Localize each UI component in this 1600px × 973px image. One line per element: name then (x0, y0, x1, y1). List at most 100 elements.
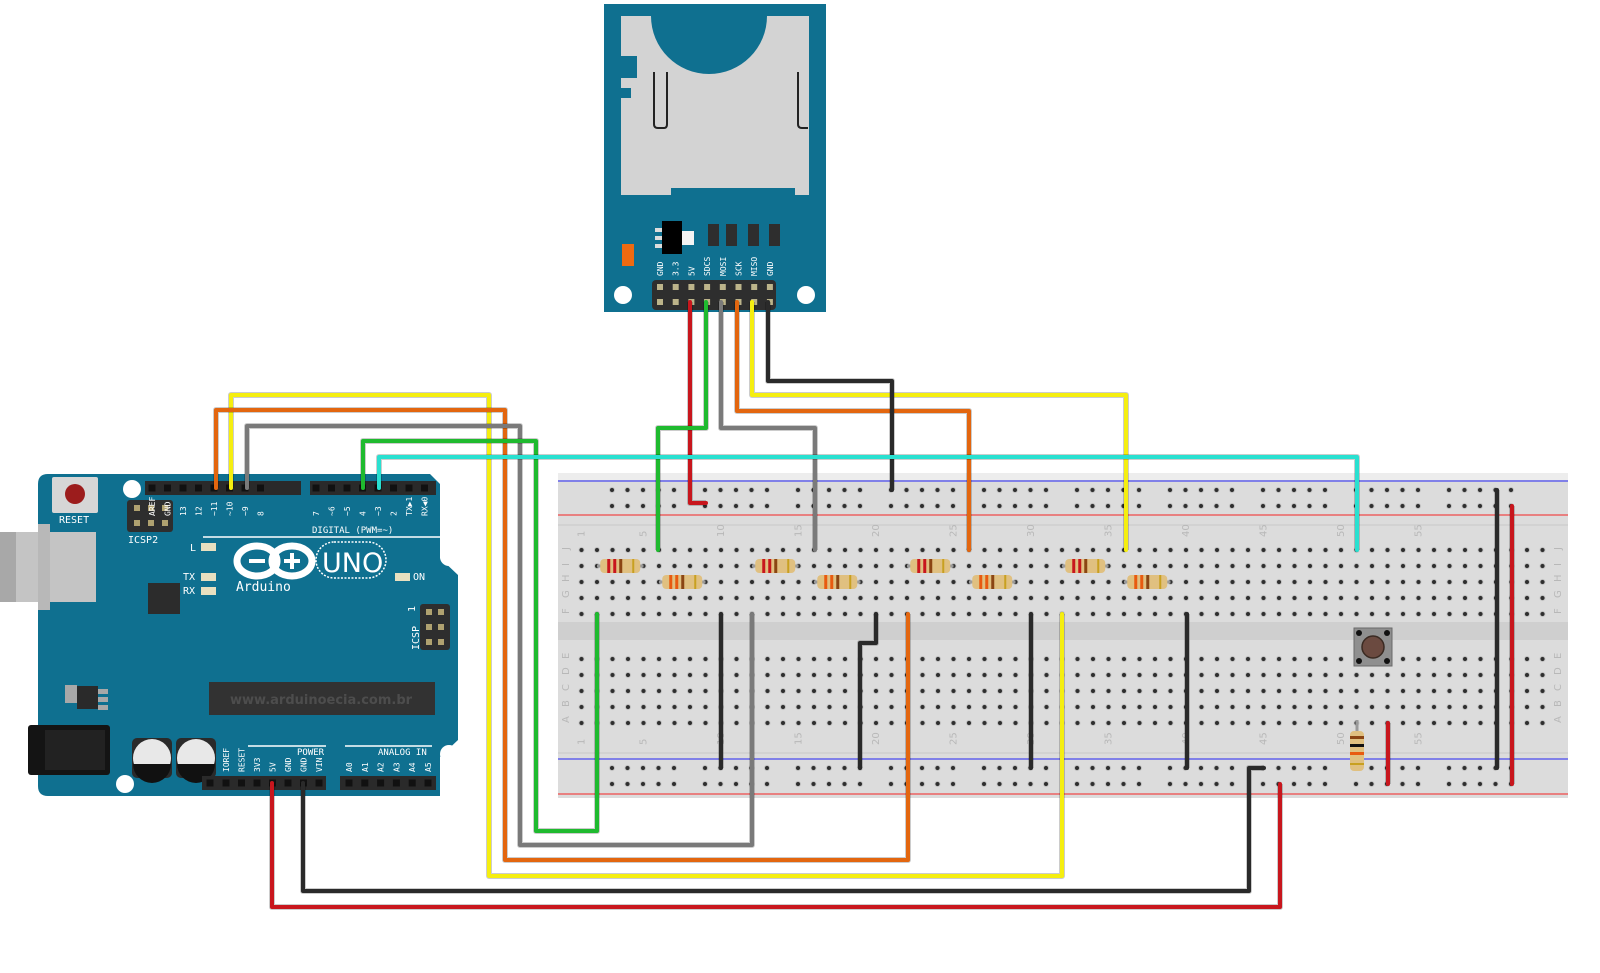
breadboard-hole (1322, 719, 1329, 727)
breadboard-hole (1012, 594, 1019, 602)
breadboard-hole (950, 655, 957, 663)
breadboard-hole (1353, 594, 1360, 602)
power-pin (284, 779, 292, 787)
breadboard-hole (1120, 687, 1128, 695)
rail-hole (1228, 502, 1236, 510)
breadboard-hole (1337, 687, 1345, 695)
breadboard-hole (1167, 562, 1174, 570)
rail-hole (841, 486, 848, 494)
mounting-hole (440, 745, 458, 763)
sd-pin (657, 299, 663, 305)
breadboard-hole (640, 594, 647, 602)
power-pin (253, 779, 261, 787)
rail-hole (934, 780, 941, 788)
icsp2-label: ICSP2 (128, 535, 158, 546)
resistor-band (830, 575, 834, 589)
breadboard-hole (841, 655, 849, 663)
resistor-band (774, 559, 778, 573)
breadboard-hole (1275, 703, 1283, 711)
rail-hole (996, 486, 1003, 494)
sd-pin (735, 284, 742, 290)
rail-hole (701, 780, 709, 788)
rail-hole (1461, 502, 1468, 510)
digital-header-right (310, 481, 436, 495)
rail-hole (1213, 780, 1220, 788)
breadboard-hole (1539, 687, 1546, 695)
breadboard-hole (1120, 655, 1128, 663)
breadboard-hole (1523, 578, 1531, 586)
resistor-band (669, 575, 673, 589)
breadboard-hole (996, 610, 1004, 618)
resistor-band (619, 559, 623, 573)
reset-button[interactable] (52, 477, 98, 513)
breadboard-hole (1399, 546, 1407, 554)
breadboard-hole (1151, 687, 1159, 695)
breadboard-hole (1291, 671, 1298, 679)
rail-hole (1213, 502, 1220, 510)
breadboard-hole (1043, 671, 1050, 679)
breadboard-hole (1399, 655, 1407, 663)
resistor (969, 575, 1016, 589)
rail-hole (1306, 764, 1313, 772)
breadboard-hole (733, 719, 740, 727)
breadboard-hole (934, 546, 942, 554)
pushbutton[interactable] (1353, 627, 1393, 667)
breadboard-hole (640, 703, 647, 711)
breadboard-hole (1213, 687, 1221, 695)
breadboard-hole (1446, 671, 1453, 679)
breadboard-hole (578, 687, 585, 695)
breadboard-hole (996, 562, 1004, 570)
wire-d4 (361, 439, 599, 833)
breadboard-hole (1461, 594, 1469, 602)
uno-badge (315, 541, 387, 579)
breadboard-hole (779, 703, 787, 711)
breadboard-hole (1167, 594, 1174, 602)
rail-hole (1197, 502, 1205, 510)
breadboard-hole (1337, 719, 1345, 727)
breadboard-hole (686, 562, 694, 570)
row-letter: B (1553, 700, 1564, 707)
breadboard-hole (1260, 703, 1267, 711)
breadboard-hole (965, 687, 973, 695)
rail-hole (825, 502, 833, 510)
breadboard-hole (1198, 719, 1205, 727)
rail-hole (856, 486, 864, 494)
column-number: 40 (1181, 524, 1192, 537)
resistor-band (613, 559, 617, 573)
resistor (814, 575, 861, 589)
breadboard-hole (764, 594, 771, 602)
breadboard-hole (1151, 671, 1159, 679)
breadboard-hole (934, 671, 942, 679)
rail-hole (1135, 764, 1143, 772)
row-letter: A (1553, 716, 1564, 723)
breadboard-hole (841, 546, 849, 554)
breadboard-hole (1074, 594, 1081, 602)
breadboard-hole (888, 578, 895, 586)
digital-pin (312, 484, 320, 492)
rail-hole (1213, 486, 1220, 494)
breadboard-hole (1151, 719, 1159, 727)
breadboard-hole (1539, 546, 1546, 554)
rail-hole (1073, 502, 1081, 510)
breadboard-hole (810, 562, 818, 570)
rail-hole (1383, 502, 1391, 510)
breadboard-hole (841, 687, 849, 695)
rail-hole (1259, 780, 1267, 788)
breadboard-hole (1151, 610, 1159, 618)
breadboard-hole (1136, 562, 1143, 570)
sd-pin-label: GND (656, 261, 665, 276)
rail-hole (1089, 486, 1096, 494)
breadboard-hole (795, 578, 802, 586)
breadboard-hole (671, 655, 678, 663)
breadboard-hole (1213, 671, 1221, 679)
rail-hole (1089, 502, 1096, 510)
breadboard-hole (1260, 578, 1267, 586)
rail-hole (1306, 780, 1313, 788)
website-watermark: www.arduinoecia.com.br (230, 693, 413, 708)
row-letter: J (561, 547, 572, 551)
regulator-leg (98, 697, 108, 702)
breadboard-hole (748, 546, 756, 554)
power-pin-label: 3V3 (253, 757, 262, 772)
breadboard-hole (1430, 655, 1438, 663)
rail-hole (670, 764, 678, 772)
